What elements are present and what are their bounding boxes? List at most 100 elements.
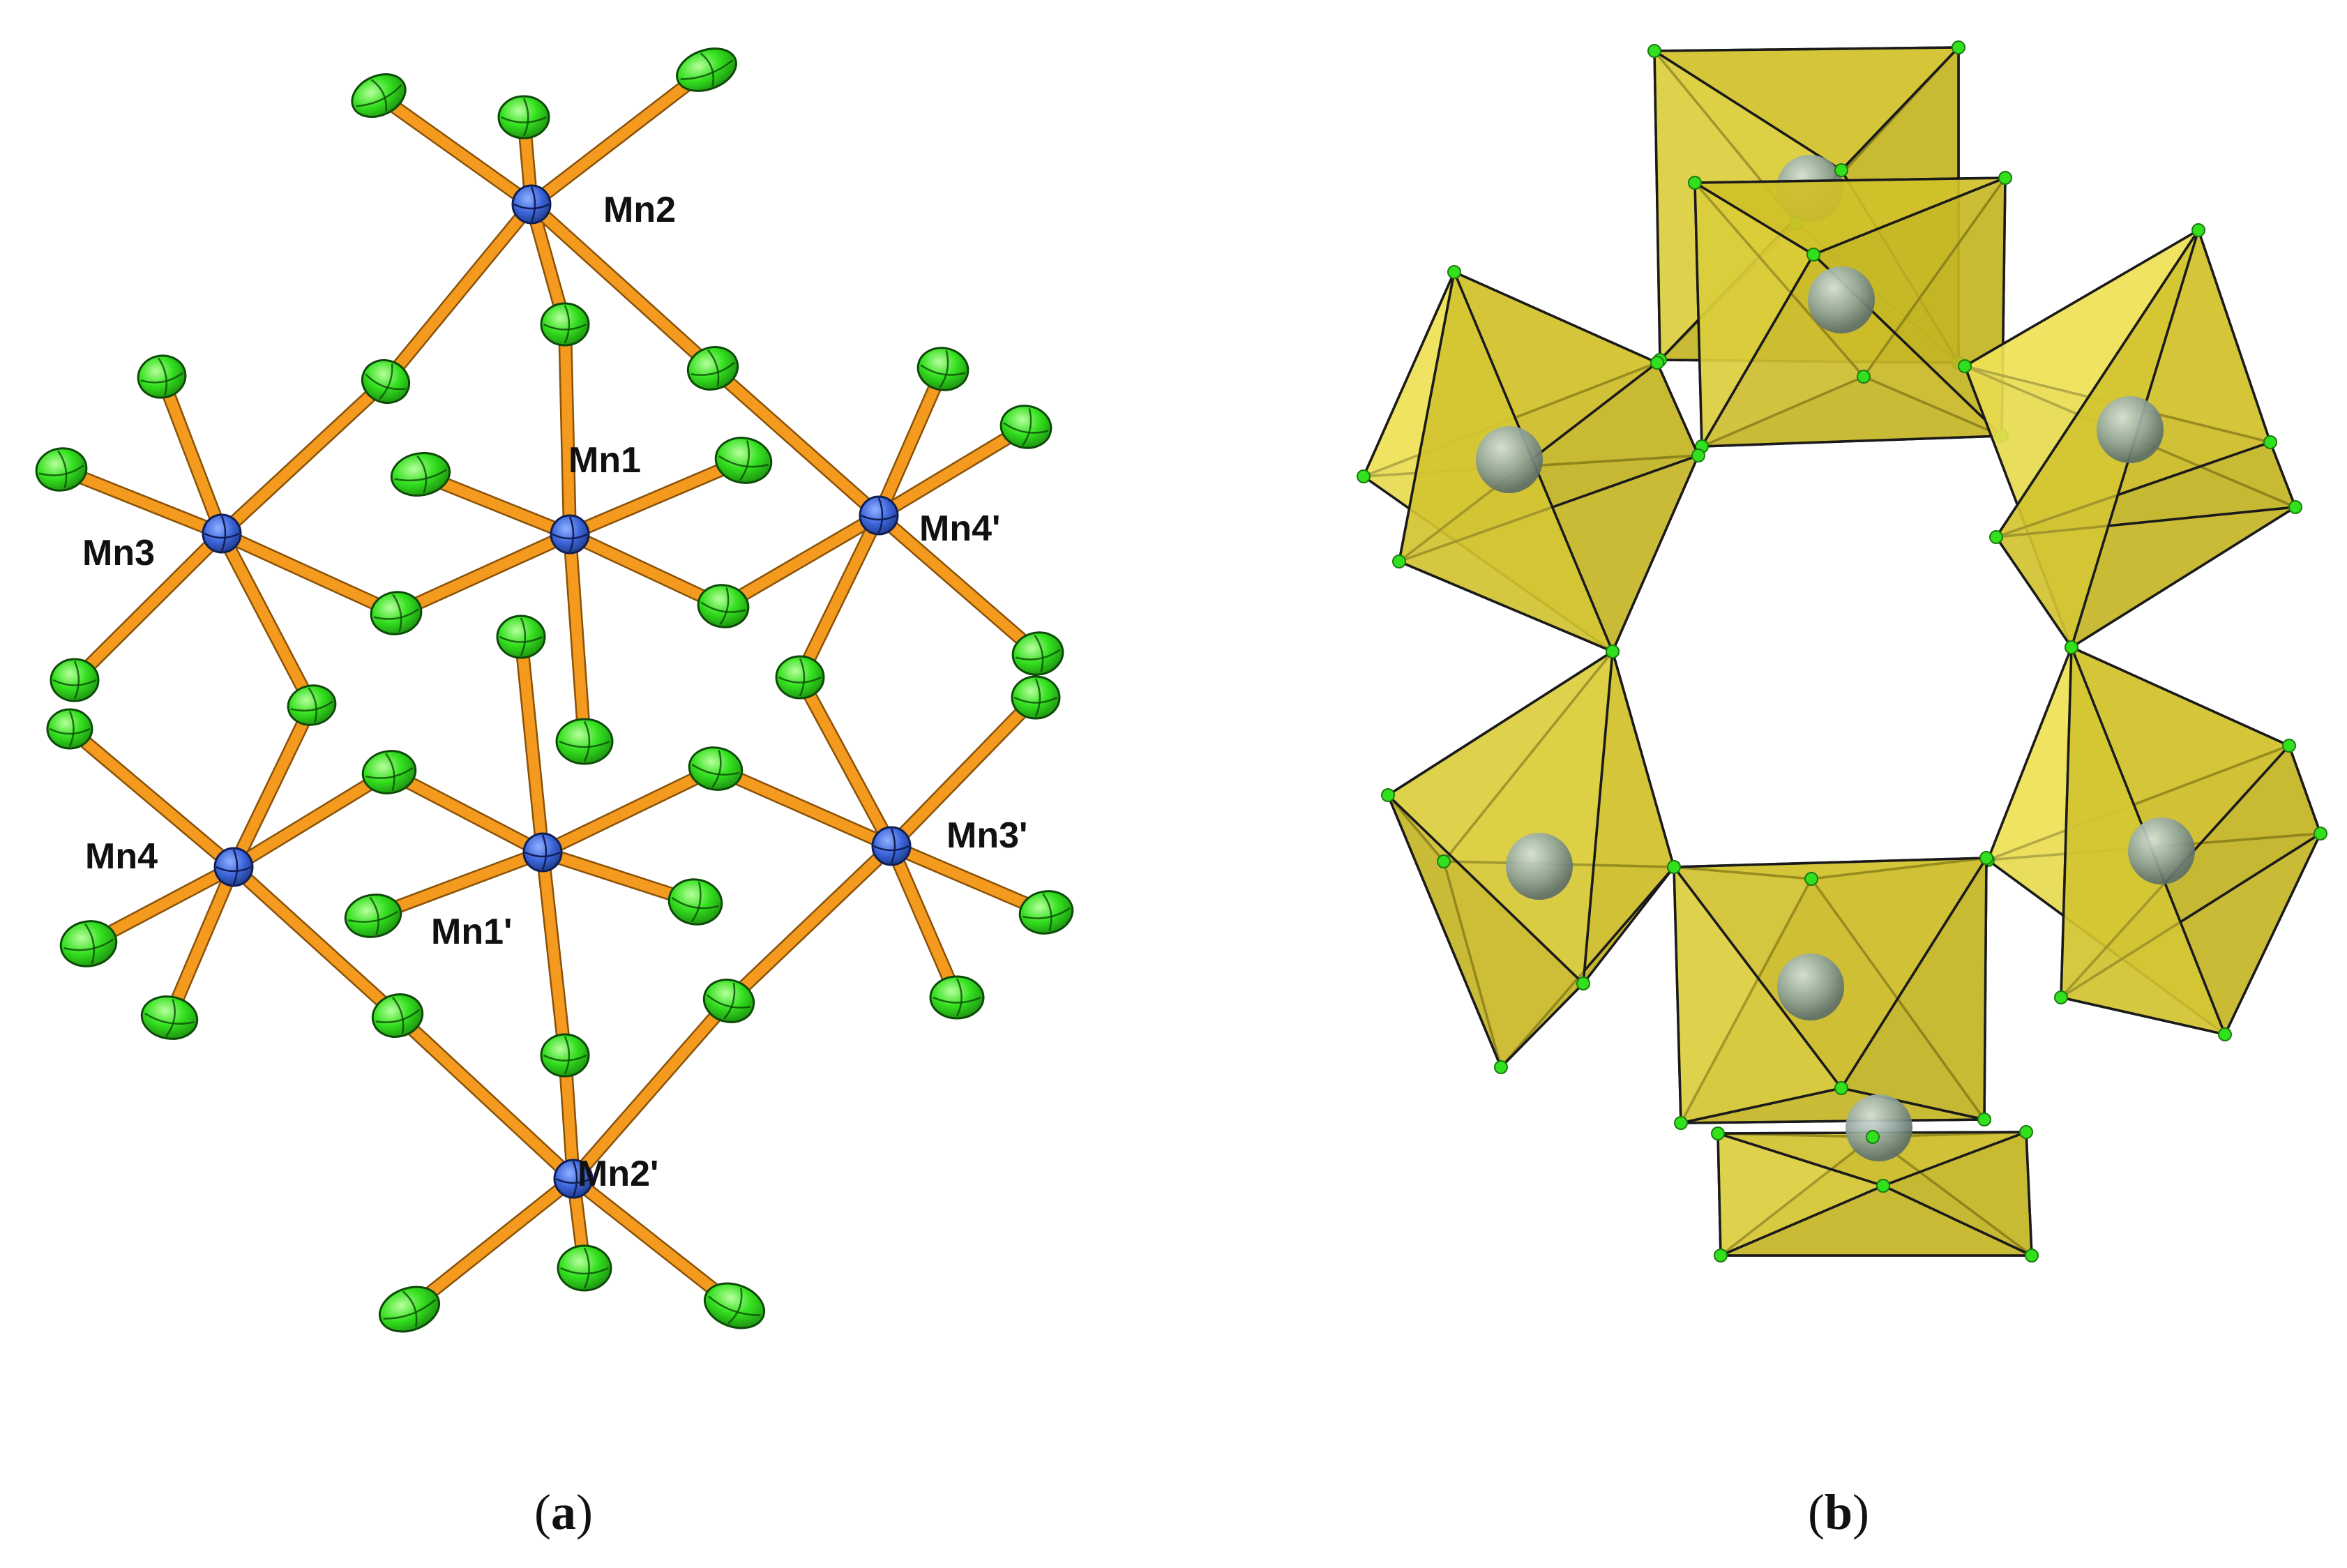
label-mn3: Mn3 <box>82 533 155 573</box>
mn-o-bond <box>873 510 1043 659</box>
manganese-atom-mn1p <box>522 832 563 873</box>
oxygen-atom <box>361 359 411 404</box>
oxygen-atom <box>703 1282 766 1329</box>
mn-o-bond <box>515 631 548 858</box>
label-mn2: Mn2 <box>603 190 676 230</box>
mn-o-bond <box>718 510 884 612</box>
oxygen-vertex <box>1691 448 1705 462</box>
mn-octahedron <box>1667 851 1993 1130</box>
mn-o-bond <box>886 840 1052 918</box>
mn-sphere <box>2097 396 2164 463</box>
panel-b-polyhedra <box>1357 40 2327 1262</box>
mn-o-bond <box>56 464 227 539</box>
mn-o-bond <box>216 528 317 711</box>
oxygen-vertex <box>1674 1116 1688 1130</box>
mn-o-bond <box>707 363 884 521</box>
oxygen-vertex <box>1576 977 1590 990</box>
caption-b: (b) <box>1808 1484 1869 1540</box>
oxygen-vertex <box>1392 555 1406 568</box>
mn-octahedron <box>1981 640 2327 1041</box>
oxygen-atom <box>555 718 614 765</box>
oxygen-atom <box>1011 631 1064 676</box>
oxygen-atom <box>35 447 88 492</box>
oxygen-atom <box>999 405 1052 449</box>
oxygen-atom <box>378 1286 441 1333</box>
mn-o-bond <box>391 529 575 619</box>
oxygen-vertex <box>1834 163 1848 177</box>
mn-o-bond <box>228 861 403 1021</box>
caption-b-letter: b <box>1825 1484 1852 1540</box>
mn-octahedron <box>1958 223 2302 654</box>
oxygen-vertex <box>1857 370 1871 384</box>
oxygen-atom <box>676 47 737 92</box>
mn-sphere <box>1808 266 1875 333</box>
oxygen-atom <box>371 993 424 1038</box>
oxygen-vertex <box>2314 827 2327 840</box>
mn-o-bond <box>564 455 749 540</box>
mn-sphere <box>2128 817 2195 884</box>
oxygen-vertex <box>1952 40 1965 54</box>
oxygen-vertex <box>2025 1249 2039 1262</box>
oxygen-vertex <box>2019 1125 2033 1139</box>
mn-octahedron <box>1711 1094 2039 1262</box>
oxygen-vertex <box>1876 1179 1890 1193</box>
oxygen-atom <box>929 975 985 1020</box>
manganese-atom-mn3p <box>871 826 912 866</box>
mn-octahedron <box>1357 265 1705 658</box>
oxygen-vertex <box>1381 788 1395 802</box>
mn-sphere <box>1476 426 1543 493</box>
oxygen-atom <box>496 615 546 659</box>
bond-layer <box>54 63 1053 1316</box>
mn-o-bond <box>564 529 590 747</box>
label-mn4: Mn4 <box>85 836 158 877</box>
oxygen-atom <box>46 708 93 750</box>
oxygen-vertex <box>1834 1081 1848 1095</box>
oxygen-atom <box>50 658 100 702</box>
oxygen-atom <box>916 347 969 391</box>
caption-a: (a) <box>534 1484 593 1540</box>
manganese-layer <box>202 184 912 1199</box>
mn-o-bond <box>404 1173 579 1315</box>
label-mn3-prime: Mn3' <box>946 815 1027 856</box>
oxygen-vertex <box>1979 851 1993 865</box>
oxygen-vertex <box>1711 1126 1725 1140</box>
oxygen-atom <box>140 995 199 1040</box>
oxygen-vertex <box>1989 530 2003 544</box>
manganese-atom-mn4p <box>859 495 899 536</box>
mn-o-bond <box>164 861 239 1023</box>
oxygen-atom <box>540 1033 590 1078</box>
mn-o-bond <box>873 363 949 521</box>
oxygen-atom <box>137 354 187 399</box>
oxygen-vertex <box>2054 990 2068 1004</box>
oxygen-atom <box>1011 675 1061 720</box>
oxygen-atom <box>351 73 407 118</box>
oxygen-atom <box>775 655 825 700</box>
oxygen-atom <box>59 920 118 967</box>
oxygen-vertex <box>2218 1027 2232 1041</box>
oxygen-vertex <box>1606 644 1620 658</box>
polyhedra-layer <box>1357 40 2327 1262</box>
label-mn2-prime: Mn2' <box>578 1154 658 1194</box>
mn-o-bond <box>537 847 571 1061</box>
oxygen-atom <box>688 746 744 791</box>
mn-o-bond <box>526 199 718 374</box>
mn-o-bond <box>559 319 575 540</box>
oxygen-atom <box>714 437 773 484</box>
oxygen-vertex <box>1977 1113 1991 1126</box>
mn-o-bond <box>216 376 391 539</box>
oxygen-vertex <box>1647 44 1661 58</box>
oxygen-vertex <box>1998 171 2012 185</box>
mn-o-bond <box>886 692 1041 852</box>
mn-o-bond <box>873 421 1032 521</box>
manganese-atom-mn2p <box>553 1159 594 1199</box>
oxygen-vertex <box>1804 872 1818 886</box>
oxygen-vertex <box>2282 739 2296 753</box>
oxygen-vertex <box>1714 1249 1728 1262</box>
mn-o-bond <box>380 199 537 387</box>
mn-o-bond <box>794 672 897 852</box>
mn-o-bond <box>794 510 884 683</box>
panel-a-structure: Mn2 Mn1 Mn3 Mn4' Mn4 Mn1' Mn3' Mn2' <box>35 47 1074 1333</box>
oxygen-atom <box>287 684 337 726</box>
oxygen-vertex <box>1806 248 1820 262</box>
oxygen-vertex <box>1494 1060 1508 1074</box>
